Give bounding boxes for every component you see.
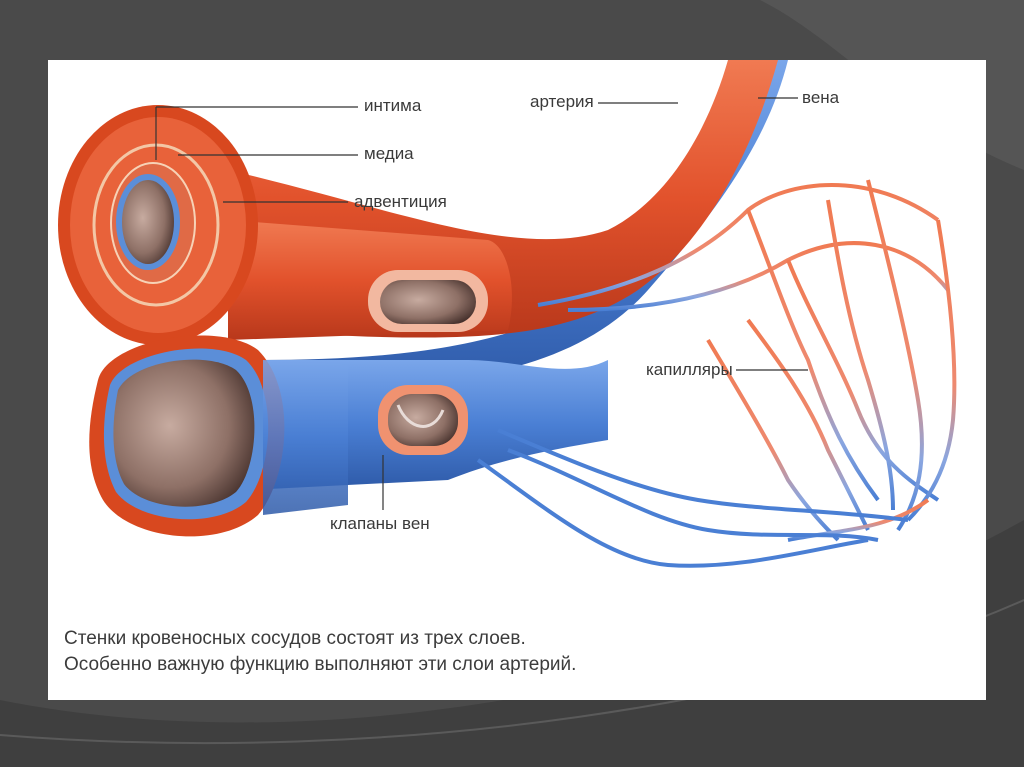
label-capillaries: капилляры <box>646 360 733 379</box>
caption: Стенки кровеносных сосудов состоят из тр… <box>64 626 964 678</box>
capillary-network <box>537 179 957 542</box>
label-intima: интима <box>364 96 422 115</box>
blood-vessel-diagram <box>58 60 957 568</box>
vein-valve <box>396 404 445 428</box>
label-leaders <box>155 97 808 510</box>
label-artery: артерия <box>530 92 594 111</box>
label-vein: вена <box>802 88 840 107</box>
caption-line-1: Стенки кровеносных сосудов состоят из тр… <box>64 628 526 649</box>
label-adventitia: адвентиция <box>354 192 447 211</box>
slide-card: интима медиа адвентиция артерия вена кап… <box>48 60 986 700</box>
vein-cross-section <box>89 335 348 537</box>
venule-network <box>476 428 909 568</box>
caption-line-2: Особенно важную функцию выполняют эти сл… <box>64 654 577 675</box>
artery-cross-section <box>58 105 258 345</box>
label-vein-valves: клапаны вен <box>330 514 430 533</box>
label-media: медиа <box>364 144 414 163</box>
